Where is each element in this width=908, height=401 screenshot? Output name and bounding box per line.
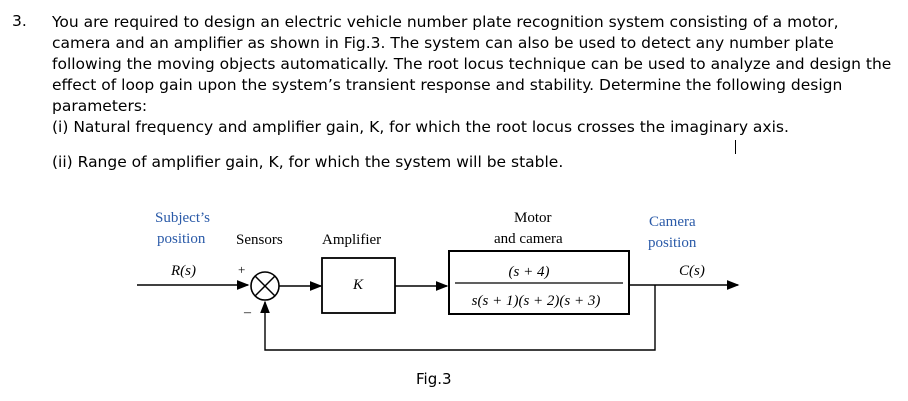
sensors-label: Sensors [236,232,283,248]
plus-sign: + [238,262,245,277]
transfer-denominator: s(s + 1)(s + 2)(s + 3) [472,293,601,309]
question-part-ii: (ii) Range of amplifier gain, K, for whi… [52,153,564,171]
transfer-numerator: (s + 4) [509,264,550,280]
subject-label-line2: position [157,231,206,247]
subject-label-line1: Subject’s [155,210,210,226]
camera-label-line1: Camera [649,214,696,230]
motor-label-line1: Motor [514,210,552,226]
output-label: C(s) [679,263,705,279]
question-body: You are required to design an electric v… [52,12,897,173]
input-label: R(s) [170,263,196,279]
motor-label-line2: and camera [494,231,563,247]
minus-sign: – [243,305,252,320]
amplifier-block [321,257,396,314]
text-cursor [735,140,736,154]
figure-caption: Fig.3 [416,370,452,388]
question-intro: You are required to design an electric v… [52,13,892,115]
question-number: 3. [12,12,27,30]
amplifier-gain: K [352,277,364,293]
summing-junction [250,271,280,301]
camera-label-line2: position [648,235,697,251]
feedback-path [260,285,656,351]
amplifier-label: Amplifier [322,232,381,248]
question-part-i: (i) Natural frequency and amplifier gain… [52,118,789,136]
